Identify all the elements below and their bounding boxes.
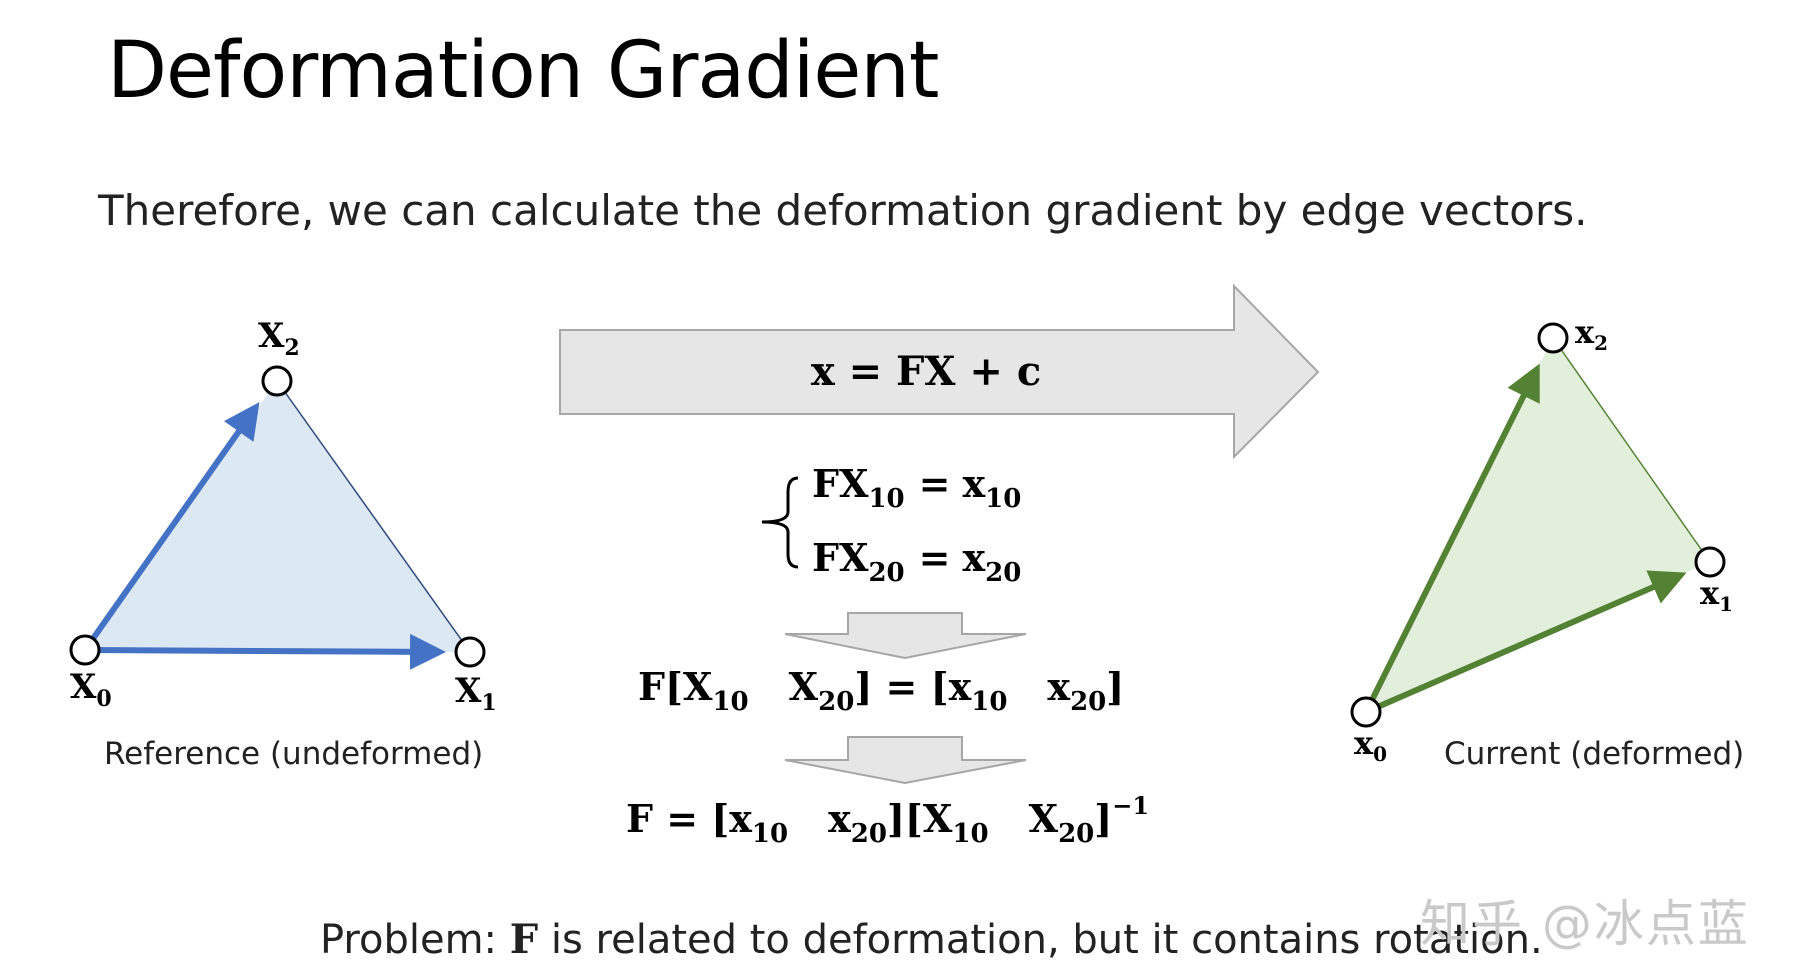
reference-triangle: X2 X0 X1: [69, 316, 497, 716]
current-edge-20: [1363, 363, 1540, 714]
problem-symbol: F: [509, 916, 539, 963]
reference-triangle-fill: [85, 381, 470, 652]
page-title: Deformation Gradient: [107, 26, 939, 116]
reference-label-x1: X1: [455, 671, 497, 716]
current-caption: Current (deformed): [1444, 736, 1745, 772]
watermark: 知乎 @冰点蓝: [1420, 895, 1750, 953]
reference-vertex-0: [69, 634, 101, 666]
reference-label-x2: X2: [258, 316, 300, 361]
problem-statement: Problem: F is related to deformation, bu…: [320, 916, 1543, 963]
current-edge-10: [1364, 570, 1687, 715]
current-triangle: x2 x1 x0: [1350, 313, 1733, 766]
system-brace: [761, 476, 799, 569]
current-label-x1: x1: [1700, 574, 1733, 616]
current-label-x2: x2: [1575, 313, 1608, 355]
current-triangle-fill: [1366, 338, 1710, 712]
reference-caption: Reference (undeformed): [104, 736, 484, 772]
current-label-x0: x0: [1354, 724, 1387, 766]
problem-suffix: is related to deformation, but it contai…: [538, 917, 1543, 963]
reference-edge-12: [276, 380, 471, 653]
problem-prefix: Problem:: [320, 917, 510, 963]
down-arrow-2: [784, 736, 1027, 785]
current-vertex-1: [1694, 546, 1726, 578]
current-edge-12: [1552, 337, 1711, 563]
subtitle: Therefore, we can calculate the deformat…: [98, 186, 1588, 235]
transform-equation: x = FX + c: [811, 348, 1041, 395]
reference-edge-10: [82, 402, 260, 652]
down-arrow-1: [784, 612, 1027, 660]
transform-arrow-shape: [559, 283, 1320, 460]
system-equation-2: FX20=x20: [812, 535, 1021, 588]
system-equation-1: FX10=x10: [812, 461, 1021, 514]
transform-arrow: x = FX + c: [559, 283, 1320, 460]
reference-vertex-1: [454, 636, 486, 668]
reference-edge-20: [84, 633, 446, 670]
current-vertex-0: [1350, 696, 1382, 728]
reference-label-x0: X0: [70, 667, 112, 712]
current-vertex-2: [1537, 322, 1569, 354]
reference-vertex-2: [261, 365, 293, 397]
